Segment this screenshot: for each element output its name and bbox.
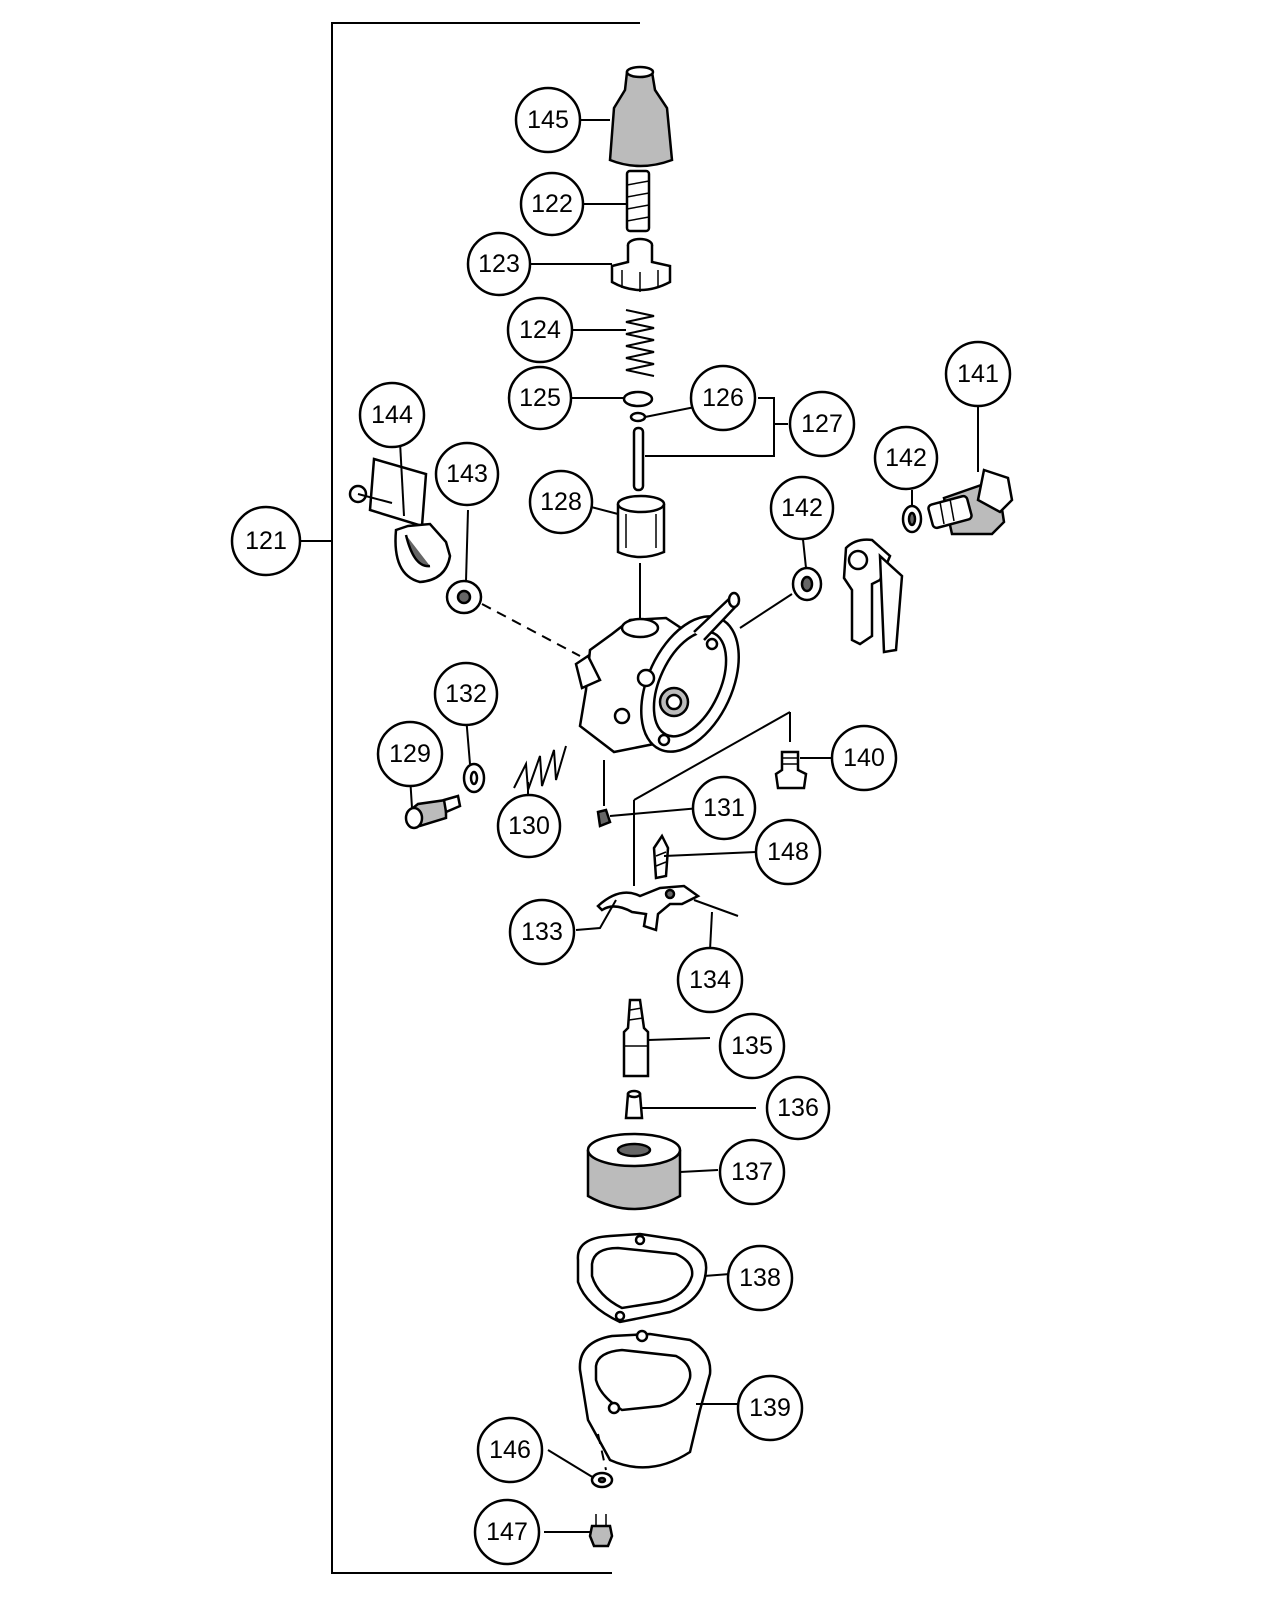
callout-137: 137 xyxy=(718,1138,786,1206)
part-147-screw xyxy=(588,1514,614,1548)
callout-label: 136 xyxy=(777,1094,819,1122)
callout-143: 143 xyxy=(434,441,500,507)
part-134-pin xyxy=(693,899,739,917)
part-122-screw xyxy=(625,169,651,233)
callout-147: 147 xyxy=(473,1498,541,1566)
callout-138: 138 xyxy=(726,1244,794,1312)
callout-label: 135 xyxy=(731,1032,773,1060)
assembly-guide-lines xyxy=(481,563,793,886)
callout-129: 129 xyxy=(376,720,444,788)
callout-label: 133 xyxy=(521,918,563,946)
part-132-washer xyxy=(462,762,486,794)
callout-148: 148 xyxy=(754,818,822,886)
callout-139: 139 xyxy=(736,1374,804,1442)
callout-122: 122 xyxy=(519,171,585,237)
assembly-bracket xyxy=(300,22,640,1574)
part-136-jet xyxy=(624,1089,644,1120)
callout-145: 145 xyxy=(514,86,582,154)
callout-144: 144 xyxy=(358,381,426,449)
part-140-screw xyxy=(774,750,808,790)
callout-133: 133 xyxy=(508,898,576,966)
callout-136: 136 xyxy=(765,1075,831,1141)
callout-label: 148 xyxy=(767,838,809,866)
part-144-plate xyxy=(348,457,428,528)
callout-label: 137 xyxy=(731,1158,773,1186)
callout-label: 143 xyxy=(446,460,488,488)
part-125-clip xyxy=(622,390,654,408)
part-fuel-valve xyxy=(842,538,904,654)
callout-141: 141 xyxy=(944,340,1012,408)
callout-label: 125 xyxy=(519,384,561,412)
callout-label: 144 xyxy=(371,401,413,429)
part-143-washer xyxy=(445,579,483,615)
callout-label: 128 xyxy=(540,488,582,516)
callout-label: 145 xyxy=(527,106,569,134)
callout-label: 142 xyxy=(885,444,927,472)
part-146-washer xyxy=(590,1471,614,1489)
callout-label: 139 xyxy=(749,1394,791,1422)
callout-131: 131 xyxy=(691,775,757,841)
callout-label: 121 xyxy=(245,527,287,555)
callout-label: 131 xyxy=(703,794,745,822)
callout-126: 126 xyxy=(689,364,757,432)
part-127-needle xyxy=(632,426,645,492)
callout-label: 141 xyxy=(957,360,999,388)
callout-label: 146 xyxy=(489,1436,531,1464)
callout-label: 142 xyxy=(781,494,823,522)
part-142-washer-a xyxy=(901,504,923,534)
part-131-seat xyxy=(596,808,612,828)
callouts: 121 122 123 124 125 126 127 128 xyxy=(230,86,1012,1566)
callout-label: 129 xyxy=(389,740,431,768)
callout-label: 138 xyxy=(739,1264,781,1292)
callout-142-lower: 142 xyxy=(769,475,835,541)
callout-label: 134 xyxy=(689,966,731,994)
part-141-banjo-bolt xyxy=(927,468,1014,536)
callout-123: 123 xyxy=(466,231,532,297)
callout-label: 140 xyxy=(843,744,885,772)
part-135-jet-holder xyxy=(622,998,650,1078)
callout-label: 124 xyxy=(519,316,561,344)
callout-140: 140 xyxy=(830,724,898,792)
callout-label: 147 xyxy=(486,1518,528,1546)
callout-124: 124 xyxy=(506,296,574,364)
part-128-slide xyxy=(616,494,666,559)
part-148-needle-valve xyxy=(652,833,670,880)
part-138-gasket xyxy=(576,1232,708,1324)
callout-125: 125 xyxy=(507,365,573,431)
callout-label: 127 xyxy=(801,410,843,438)
part-130-spring xyxy=(513,745,567,791)
callout-132: 132 xyxy=(433,661,499,727)
callout-134: 134 xyxy=(676,946,744,1014)
callout-label: 122 xyxy=(531,190,573,218)
part-133-float-arm xyxy=(596,884,701,932)
part-124-spring xyxy=(625,309,655,377)
leader-lines xyxy=(399,119,979,1533)
callout-128: 128 xyxy=(528,469,594,535)
part-143-clamp xyxy=(394,522,452,584)
callout-label: 130 xyxy=(508,812,550,840)
callout-label: 132 xyxy=(445,680,487,708)
part-126-ring xyxy=(629,411,647,423)
part-145-cap xyxy=(608,65,674,168)
part-carburetor-body xyxy=(574,591,741,754)
part-142-washer-b xyxy=(791,566,823,602)
callout-127: 127 xyxy=(788,390,856,458)
callout-146: 146 xyxy=(476,1416,544,1484)
callout-label: 126 xyxy=(702,384,744,412)
part-123-nut xyxy=(610,237,672,292)
callout-121: 121 xyxy=(230,505,302,577)
callout-142-upper: 142 xyxy=(873,425,939,491)
part-137-float xyxy=(586,1132,682,1211)
part-129-screw xyxy=(404,794,462,830)
callout-130: 130 xyxy=(496,793,562,859)
part-139-float-bowl xyxy=(578,1329,712,1471)
callout-label: 123 xyxy=(478,250,520,278)
callout-135: 135 xyxy=(718,1012,786,1080)
